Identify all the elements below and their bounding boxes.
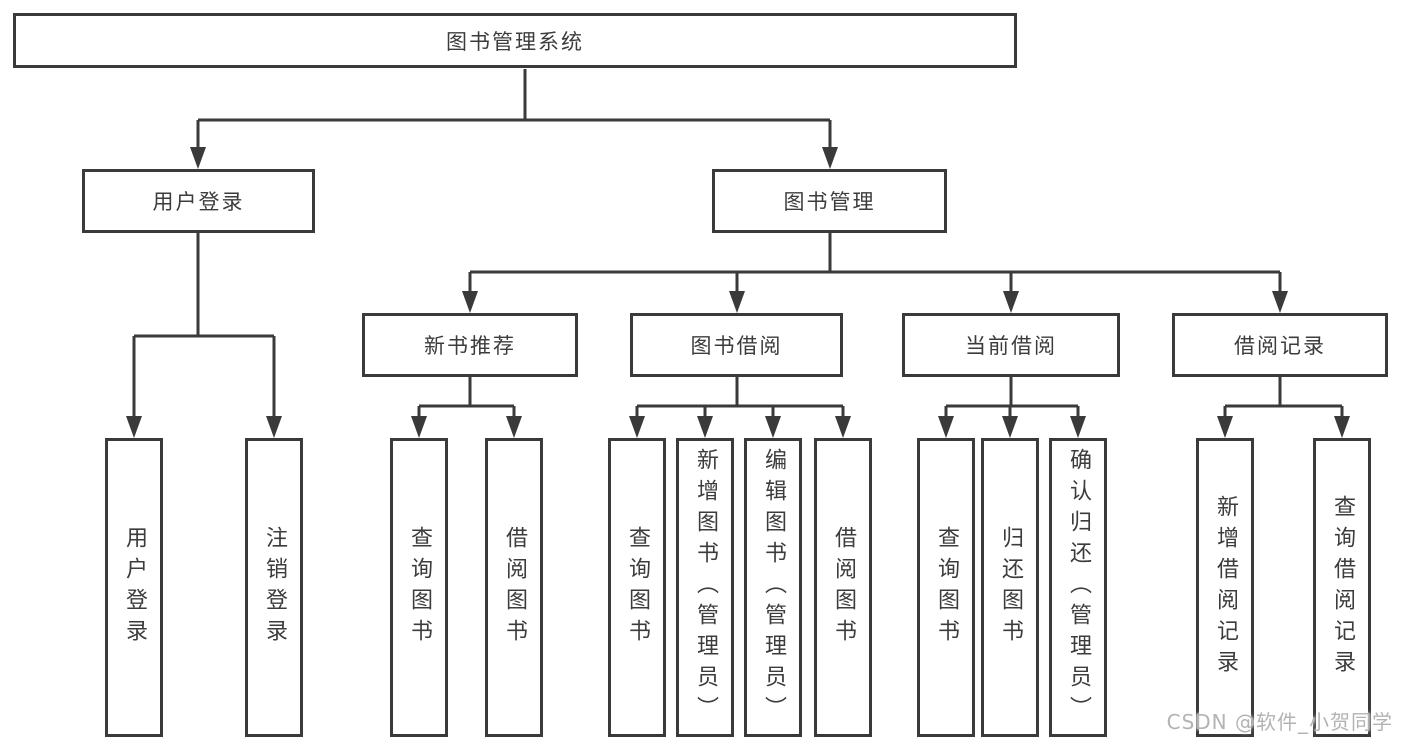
connector-root-to-level2 bbox=[190, 69, 838, 169]
leaf-logout-login: 注销登录 bbox=[245, 438, 303, 737]
leaf-edit-book-admin: 编辑图书（管理员） bbox=[744, 438, 802, 737]
node-book-borrow: 图书借阅 bbox=[630, 313, 843, 377]
leaf-user-login: 用户登录 bbox=[105, 438, 163, 737]
connector-book-management-to-level3 bbox=[462, 233, 1288, 313]
connector-user-login-to-leaves bbox=[126, 233, 282, 438]
node-borrow-records: 借阅记录 bbox=[1172, 313, 1388, 377]
connector-borrow-to-leaves bbox=[629, 377, 851, 438]
leaf-confirm-return-admin: 确认归还（管理员） bbox=[1049, 438, 1107, 737]
leaf-query-borrow-record: 查询借阅记录 bbox=[1313, 438, 1371, 737]
leaf-return-book: 归还图书 bbox=[981, 438, 1039, 737]
leaf-query-books-recommend: 查询图书 bbox=[390, 438, 448, 737]
connector-current-to-leaves bbox=[938, 377, 1086, 438]
node-new-book-recommend: 新书推荐 bbox=[362, 313, 578, 377]
leaf-add-book-admin: 新增图书（管理员） bbox=[676, 438, 734, 737]
leaf-borrow-books-recommend: 借阅图书 bbox=[485, 438, 543, 737]
leaf-query-books-borrow: 查询图书 bbox=[608, 438, 666, 737]
node-user-login: 用户登录 bbox=[82, 169, 315, 233]
node-book-management: 图书管理 bbox=[712, 169, 947, 233]
leaf-borrow-books: 借阅图书 bbox=[814, 438, 872, 737]
connector-recommend-to-leaves bbox=[411, 377, 522, 438]
leaf-query-books-current: 查询图书 bbox=[917, 438, 975, 737]
csdn-watermark: CSDN @软件_小贺同学 bbox=[1166, 710, 1393, 734]
leaf-add-borrow-record: 新增借阅记录 bbox=[1196, 438, 1254, 737]
connector-records-to-leaves bbox=[1217, 377, 1350, 438]
node-library-management-system: 图书管理系统 bbox=[13, 13, 1017, 68]
node-current-borrow: 当前借阅 bbox=[902, 313, 1120, 377]
